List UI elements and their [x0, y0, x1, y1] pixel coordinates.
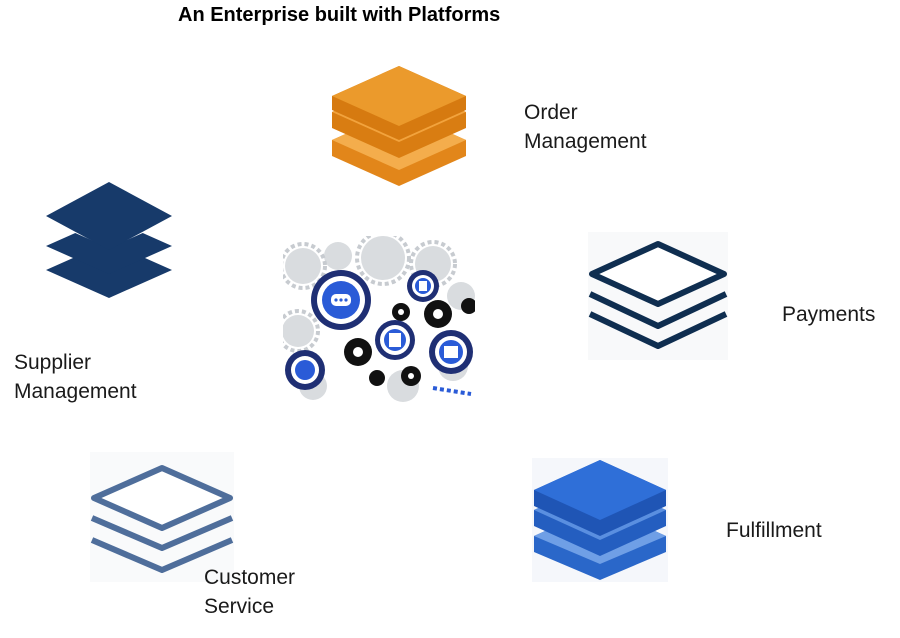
payments-layers-icon	[588, 232, 728, 360]
order-management-layers-icon	[330, 64, 468, 190]
supplier-management-label: Supplier Management	[14, 348, 137, 406]
payments-label-line1: Payments	[782, 303, 876, 326]
supplier-management-layers-icon	[44, 180, 174, 308]
fulfillment-layers-icon	[532, 458, 668, 582]
fulfillment-label: Fulfillment	[726, 516, 822, 545]
customer-service-label: Customer Service	[204, 563, 295, 621]
customer-label-line2: Service	[204, 595, 275, 618]
customer-label-line1: Customer	[204, 566, 296, 589]
gears-cluster-icon	[283, 236, 475, 406]
supplier-label-line1: Supplier	[14, 351, 92, 374]
diagram-title: An Enterprise built with Platforms	[178, 4, 501, 26]
payments-label: Payments	[782, 300, 875, 329]
order-management-label: Order Management	[524, 98, 647, 156]
order-label-line2: Management	[524, 130, 647, 153]
supplier-label-line2: Management	[14, 380, 137, 403]
customer-service-layers-icon	[90, 452, 234, 582]
order-label-line1: Order	[524, 101, 578, 124]
fulfillment-label-line1: Fulfillment	[726, 519, 822, 542]
